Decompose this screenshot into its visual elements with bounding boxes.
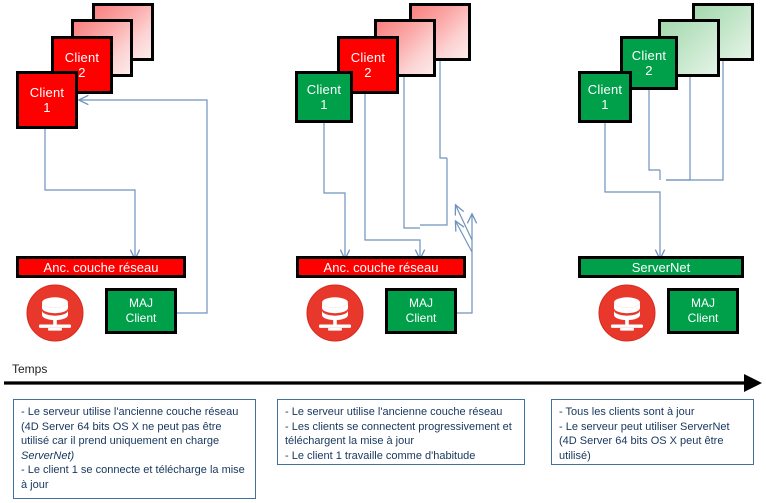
client-card-1-label-line2: 1 bbox=[320, 97, 328, 112]
client-card-2-label-line1: Client bbox=[631, 48, 667, 63]
client-update-label-line1: MAJ bbox=[691, 296, 715, 310]
phase-2-note-line-2: - Les clients se connectent progressivem… bbox=[285, 420, 512, 448]
client-card-1-label-line2: 1 bbox=[43, 100, 51, 115]
client-update-label-line1: MAJ bbox=[129, 296, 153, 310]
client-card-1-label-line1: Client bbox=[306, 82, 342, 97]
client-card-2-label-line1: Client bbox=[64, 50, 100, 65]
phase-1-note-line-2: - Le client 1 se connecte et télécharge … bbox=[21, 464, 245, 491]
client-card-1-label-line2: 1 bbox=[601, 97, 609, 112]
client-update-label-line1: MAJ bbox=[409, 296, 433, 310]
network-layer-bar-phase-2: Anc. couche réseau bbox=[296, 256, 466, 278]
client-update-label-line2: Client bbox=[687, 311, 719, 325]
network-layer-label: Anc. couche réseau bbox=[323, 259, 439, 275]
timeline-label: Temps bbox=[12, 362, 48, 376]
client-card-1[interactable]: Client 1 bbox=[578, 71, 632, 123]
servernet-term: ServerNet) bbox=[21, 449, 75, 462]
phase-2-note: - Le serveur utilise l'ancienne couche r… bbox=[277, 399, 525, 465]
client-update-label-line2: Client bbox=[125, 311, 157, 325]
client-update-box-phase-3[interactable]: MAJ Client bbox=[667, 288, 739, 334]
client-card-1-label-line1: Client bbox=[29, 85, 65, 100]
network-layer-label: ServerNet bbox=[631, 259, 691, 275]
client-update-box-phase-2[interactable]: MAJ Client bbox=[385, 288, 457, 334]
client-update-box-phase-1[interactable]: MAJ Client bbox=[105, 288, 177, 334]
network-layer-bar-phase-1: Anc. couche réseau bbox=[16, 256, 186, 278]
phase-3-note: - Tous les clients sont à jour - Le serv… bbox=[551, 399, 754, 465]
phase-1-note-line-1: - Le serveur utilise l'ancienne couche r… bbox=[21, 406, 239, 462]
phase-2-note-line-3: - Le client 1 travaille comme d'habitude bbox=[285, 449, 476, 462]
client-card-2[interactable]: Client 2 bbox=[620, 36, 678, 90]
client-update-label-line2: Client bbox=[405, 311, 437, 325]
client-card-1[interactable]: Client 1 bbox=[295, 71, 353, 123]
phase-3-note-line-1: - Tous les clients sont à jour bbox=[559, 406, 695, 418]
client-card-1[interactable]: Client 1 bbox=[16, 71, 78, 129]
client-card-1-label-line1: Client bbox=[587, 82, 623, 97]
phase-1-note: - Le serveur utilise l'ancienne couche r… bbox=[13, 399, 256, 499]
phase-2-note-line-1: - Le serveur utilise l'ancienne couche r… bbox=[285, 406, 503, 418]
phase-3-note-line-2: - Le serveur peut utiliser ServerNet (4D… bbox=[559, 420, 730, 462]
client-card-2-label-line2: 2 bbox=[364, 65, 372, 80]
network-layer-label: Anc. couche réseau bbox=[43, 259, 159, 275]
database-icon bbox=[598, 284, 656, 347]
network-layer-bar-phase-3: ServerNet bbox=[578, 256, 744, 278]
client-card-2-label-line2: 2 bbox=[78, 65, 86, 80]
database-icon bbox=[26, 284, 84, 347]
client-card-2-label-line2: 2 bbox=[645, 63, 653, 78]
client-card-2-label-line1: Client bbox=[350, 50, 386, 65]
database-icon bbox=[306, 284, 364, 347]
